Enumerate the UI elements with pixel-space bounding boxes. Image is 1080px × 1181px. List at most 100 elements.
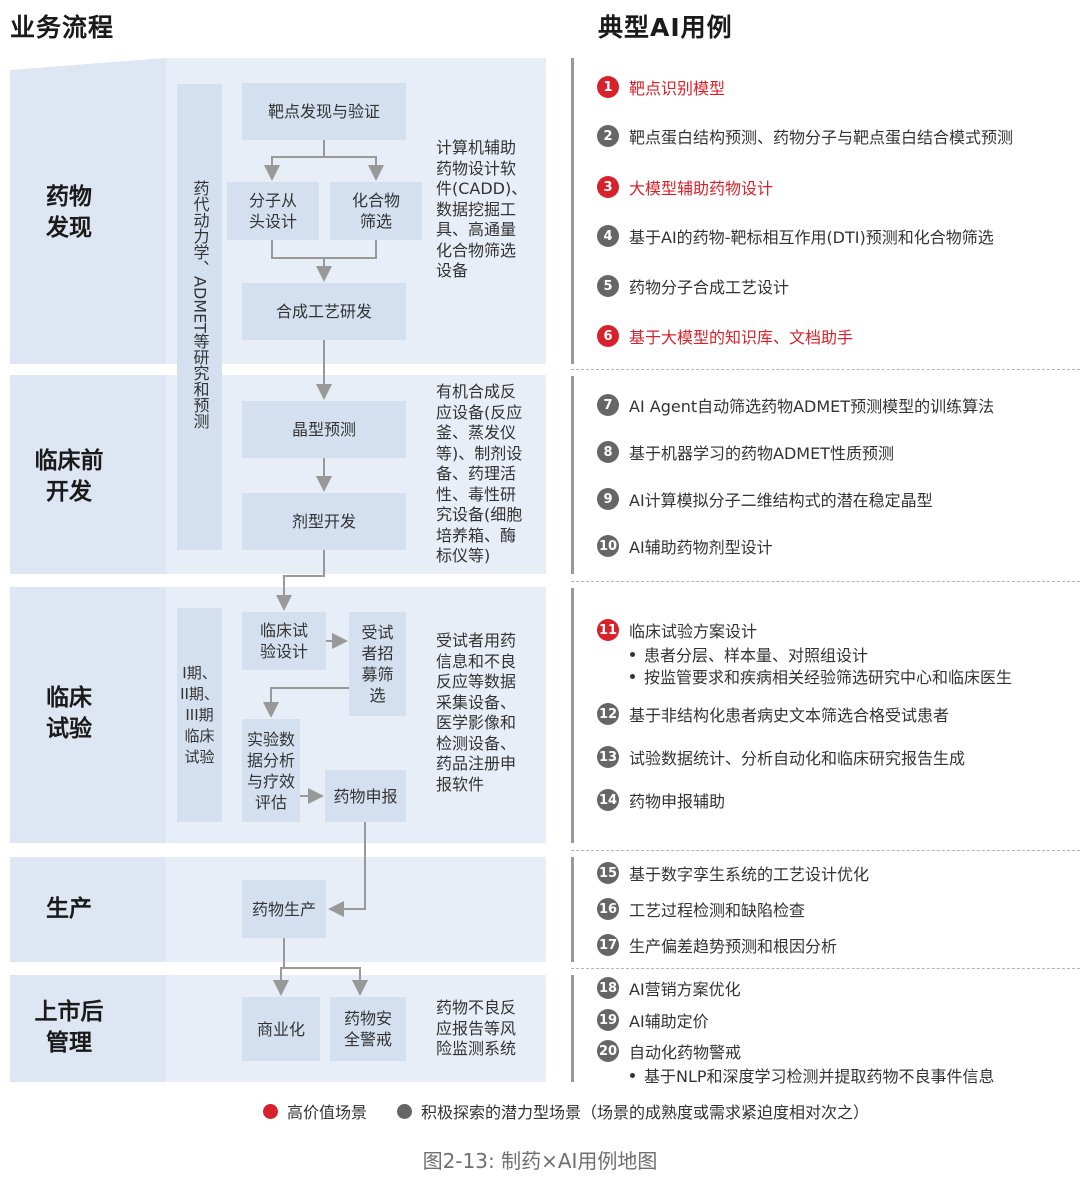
use-case-text: 试验数据统计、分析自动化和临床研究报告生成 [629,749,966,768]
stage-discovery: 药物 发现 [46,184,92,241]
number-badge: 12 [597,703,619,725]
number-badge: 18 [597,977,619,999]
use-case-text: 工艺过程检测和缺陷检查 [629,901,806,920]
number-badge: 16 [597,898,619,920]
box-de-novo-design: 分子从 头设计 [227,182,319,240]
use-case-text: 基于数字孪生系统的工艺设计优化 [629,865,870,884]
bullet-icon [630,673,635,679]
use-case-6: 6 基于大模型的知识库、文档助手 [597,324,853,348]
box-commercialization: 商业化 [242,997,320,1061]
number-badge: 14 [597,789,619,811]
tools-preclinical: 有机合成反 应设备(反应 釜、蒸发仪 等)、制剂设 备、药理活 性、毒性研 究设… [436,382,523,565]
admet-side-box: 药代动力学、ADMET等研究和预测 [177,84,222,550]
use-case-8: 8 基于机器学习的药物ADMET性质预测 [597,440,894,464]
use-case-4: 4 基于AI的药物-靶标相互作用(DTI)预测和化合物筛选 [597,224,994,248]
divider [571,850,1080,851]
tools-postmarket: 药物不良反 应报告等风 险监测系统 [436,998,517,1058]
use-case-text: 生产偏差趋势预测和根因分析 [629,937,838,956]
use-case-text: 药物分子合成工艺设计 [629,278,790,297]
sub-item-text: 基于NLP和深度学习检测并提取药物不良事件信息 [644,1067,995,1086]
use-case-11: 11 临床试验方案设计 [597,618,757,642]
use-case-16: 16 工艺过程检测和缺陷检查 [597,897,805,921]
legend-high-label: 高价值场景 [287,1103,368,1122]
stage-clinical: 临床 试验 [46,685,92,742]
number-badge: 5 [597,275,619,297]
use-case-text: 靶点识别模型 [629,79,726,98]
sub-item: 按监管要求和疾病相关经验筛选研究中心和临床医生 [630,665,1012,687]
divider [571,968,1080,969]
use-case-15: 15 基于数字孪生系统的工艺设计优化 [597,861,869,885]
use-case-text: 基于大模型的知识库、文档助手 [629,328,854,347]
divider [571,581,1080,582]
use-case-1: 1 靶点识别模型 [597,75,725,99]
use-case-13: 13 试验数据统计、分析自动化和临床研究报告生成 [597,745,965,769]
number-badge: 9 [597,488,619,510]
bullet-icon [630,1072,635,1078]
number-badge: 17 [597,934,619,956]
use-case-text: 药物申报辅助 [629,792,726,811]
use-case-text: 基于AI的药物-靶标相互作用(DTI)预测和化合物筛选 [629,228,994,247]
box-filing: 药物申报 [325,770,406,822]
process-header: 业务流程 [10,13,115,42]
stage-chevrons [0,58,166,1082]
use-case-14: 14 药物申报辅助 [597,788,725,812]
phases-side-box: I期、 II期、 III期 临床 试验 [177,608,222,822]
number-badge: 13 [597,746,619,768]
number-badge: 4 [597,225,619,247]
separator-discovery [571,58,574,364]
box-synthesis: 合成工艺研发 [242,283,406,340]
admet-label: 药代动力学、ADMET等研究和预测 [190,180,210,429]
gray-dot-icon [397,1103,412,1119]
box-trial-design: 临床试 验设计 [242,612,326,670]
use-case-header: 典型AI用例 [598,13,733,42]
separator-clinical [571,588,574,843]
use-case-text: 自动化药物警戒 [629,1043,742,1062]
red-dot-icon [263,1103,278,1119]
stage-production: 生产 [46,896,92,922]
box-pharmacovigilance: 药物安 全警戒 [330,997,406,1061]
use-case-text: 基于机器学习的药物ADMET性质预测 [629,444,894,463]
number-badge: 19 [597,1009,619,1031]
box-production: 药物生产 [242,880,326,938]
use-case-17: 17 生产偏差趋势预测和根因分析 [597,933,837,957]
number-badge: 15 [597,862,619,884]
divider [571,369,1080,370]
use-case-text: AI计算模拟分子二维结构式的潜在稳定晶型 [629,491,933,510]
legend-potential-label: 积极探索的潜力型场景（场景的成熟度或需求紧迫度相对次之） [421,1103,870,1122]
box-formulation: 剂型开发 [242,493,406,550]
number-badge: 6 [597,325,619,347]
use-case-9: 9 AI计算模拟分子二维结构式的潜在稳定晶型 [597,487,933,511]
tools-discovery: 计算机辅助 药物设计软 件(CADD)、 数据挖掘工 具、高通量 化合物筛选 设… [436,138,528,280]
box-crystal: 晶型预测 [242,401,406,458]
box-data-analysis: 实验数 据分析 与疗效 评估 [242,719,300,822]
box-compound-screening: 化合物 筛选 [330,182,422,240]
use-case-text: 临床试验方案设计 [629,622,758,641]
stage-postmarket: 上市后 管理 [34,999,104,1056]
number-badge: 20 [597,1040,619,1062]
use-case-text: AI Agent自动筛选药物ADMET预测模型的训练算法 [629,397,995,416]
bullet-icon [630,651,635,657]
flow-arrows [263,140,384,996]
legend-high-value: 高价值场景 [263,1100,367,1122]
use-case-text: 大模型辅助药物设计 [629,179,774,198]
stage-preclinical: 临床前 开发 [34,448,104,505]
figure-caption: 图2-13: 制药×AI用例地图 [422,1149,658,1173]
separator-production [571,857,574,962]
number-badge: 11 [597,619,619,641]
box-recruitment: 受试 者招 募筛 选 [349,612,406,716]
sub-item-text: 患者分层、样本量、对照组设计 [644,646,869,665]
use-case-5: 5 药物分子合成工艺设计 [597,274,789,298]
use-case-20: 20 自动化药物警戒 [597,1039,741,1063]
number-badge: 8 [597,441,619,463]
use-case-text: AI营销方案优化 [629,980,741,999]
tools-clinical: 受试者用药 信息和不良 反应等数据 采集设备、 医学影像和 检测设备、 药品注册… [436,631,517,794]
number-badge: 10 [597,535,619,557]
use-case-18: 18 AI营销方案优化 [597,976,741,1000]
separator-postmarket [571,975,574,1082]
number-badge: 1 [597,76,619,98]
